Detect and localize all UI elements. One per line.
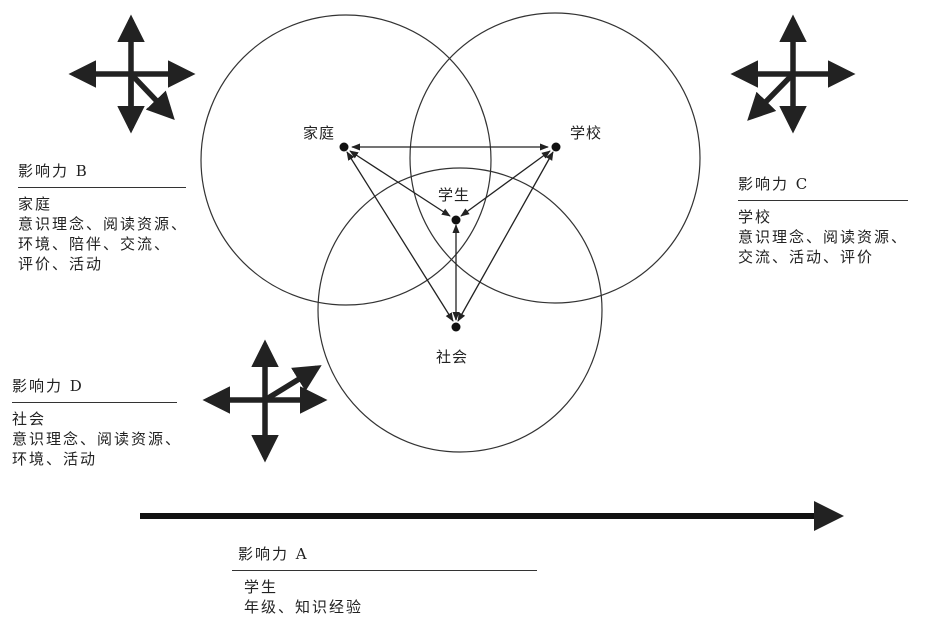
arrow-school-society xyxy=(457,151,554,322)
society-circle xyxy=(317,167,603,453)
influence-c-body: 学校 意识理念、阅读资源、 交流、活动、评价 xyxy=(738,201,908,267)
influence-c-line: 交流、活动、评价 xyxy=(738,248,875,266)
society-node-label: 社会 xyxy=(436,348,468,366)
influence-c-line: 意识理念、阅读资源、 xyxy=(738,228,909,246)
influence-c-subject: 学校 xyxy=(738,208,773,226)
society-node-dot xyxy=(451,322,461,332)
school-node-label: 学校 xyxy=(570,124,602,142)
influence-b-body: 家庭 意识理念、阅读资源、 环境、陪伴、交流、 评价、活动 xyxy=(18,188,186,274)
influence-d-line: 意识理念、阅读资源、 xyxy=(12,430,183,448)
influence-d-subject: 社会 xyxy=(12,410,47,428)
influence-a-block: 影响力 A 学生 年级、知识经验 xyxy=(232,543,537,617)
influence-b-subject: 家庭 xyxy=(18,195,53,213)
influence-a-line: 年级、知识经验 xyxy=(244,598,364,616)
influence-d-line: 环境、活动 xyxy=(12,450,98,468)
influence-b-line: 意识理念、阅读资源、 xyxy=(18,215,189,233)
compass-icon-school xyxy=(730,14,856,134)
influence-c-title: 影响力 C xyxy=(738,173,908,201)
family-node-dot xyxy=(339,142,349,152)
influence-b-block: 影响力 B 家庭 意识理念、阅读资源、 环境、陪伴、交流、 评价、活动 xyxy=(18,160,186,274)
influence-d-title: 影响力 D xyxy=(12,375,177,403)
influence-d-block: 影响力 D 社会 意识理念、阅读资源、 环境、活动 xyxy=(12,375,183,469)
influence-d-body: 社会 意识理念、阅读资源、 环境、活动 xyxy=(12,403,183,469)
influence-b-line: 评价、活动 xyxy=(18,255,104,273)
family-node-label: 家庭 xyxy=(303,124,335,142)
school-circle xyxy=(409,12,701,304)
family-circle xyxy=(200,14,492,306)
school-node-dot xyxy=(551,142,561,152)
influence-a-subject: 学生 xyxy=(244,578,279,596)
student-node-label: 学生 xyxy=(438,186,470,204)
arrow-family-student xyxy=(349,150,451,217)
influence-c-block: 影响力 C 学校 意识理念、阅读资源、 交流、活动、评价 xyxy=(738,173,908,267)
compass-icon-family xyxy=(68,14,196,134)
influence-a-title: 影响力 A xyxy=(232,543,537,571)
compass-icon-society xyxy=(202,339,328,463)
influence-a-body: 学生 年级、知识经验 xyxy=(232,571,537,617)
arrow-family-society xyxy=(346,151,454,322)
arrow-school-student xyxy=(460,150,551,217)
influence-b-line: 环境、陪伴、交流、 xyxy=(18,235,172,253)
influence-b-title: 影响力 B xyxy=(18,160,186,188)
student-node-dot xyxy=(451,215,461,225)
